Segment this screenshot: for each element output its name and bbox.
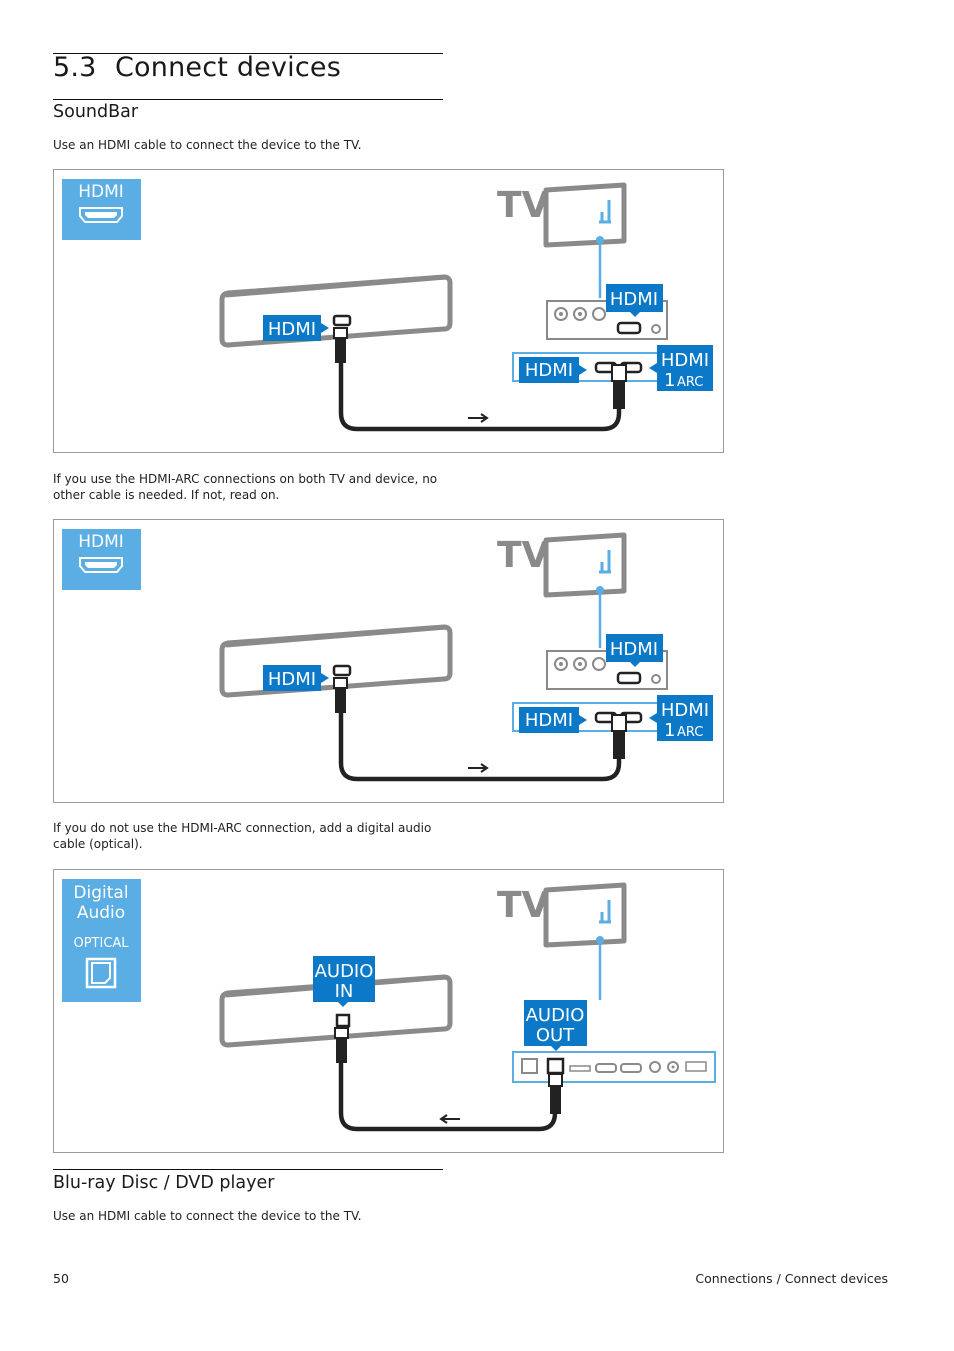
hdmi-connection-diagram-2: HDMI TV HDMI HDMI HDMI 1 ARC — [53, 519, 724, 803]
soundbar-intro: Use an HDMI cable to connect the device … — [53, 138, 362, 152]
signal-arrow — [468, 413, 489, 423]
hdmi-tag-label: HDMI — [78, 532, 124, 552]
hdmi-arc-number: 1 — [664, 720, 675, 741]
tv-audio-panel — [512, 1051, 716, 1083]
soundbar-device — [219, 974, 453, 1048]
optical-connection-diagram: Digital Audio OPTICAL TV AUDIO OUT — [53, 869, 724, 1153]
soundbar-title: SoundBar — [53, 102, 139, 122]
hdmi-arc-number: 1 — [664, 370, 675, 391]
digital-audio-line1: Digital — [73, 883, 128, 903]
audio-in-badge — [313, 956, 375, 1002]
note-hdmi-arc: If you use the HDMI-ARC connections on b… — [53, 472, 438, 502]
hdmi-badge-tv-label: HDMI — [610, 639, 658, 660]
hdmi-badge-soundbar-label: HDMI — [268, 669, 316, 690]
audio-in-line2: IN — [335, 981, 354, 1002]
hdmi-tag-box — [62, 179, 141, 240]
hdmi-connection-diagram-1: HDMI TV HDMI HDMI HDMI 1 ARC — [53, 169, 724, 453]
hdmi-arc-sub: ARC — [677, 725, 703, 740]
hdmi-arc-badge-top: HDMI — [661, 700, 709, 721]
hdmi-badge-panel-label: HDMI — [525, 710, 573, 731]
signal-arrow — [439, 1114, 460, 1124]
tv-connector-dot — [596, 936, 604, 944]
section-number: 5.3 — [53, 52, 97, 83]
subheading-rule — [53, 99, 443, 100]
tv-connector-dot — [596, 586, 604, 594]
hdmi-diagram-svg-2: HDMI TV HDMI HDMI HDMI 1 ARC — [62, 529, 713, 782]
hdmi-badge-soundbar — [263, 665, 321, 691]
tv-icon — [543, 532, 627, 598]
hdmi-cable — [333, 677, 627, 782]
optical-label: OPTICAL — [73, 936, 129, 951]
tv-label: TV — [497, 885, 550, 926]
note-optical: If you do not use the HDMI-ARC connectio… — [53, 821, 432, 851]
tv-icon — [543, 182, 627, 248]
hdmi-port-icon — [79, 557, 123, 573]
hdmi-badge-soundbar — [263, 315, 321, 341]
heading-top-rule — [53, 53, 443, 54]
optical-port-icon — [85, 957, 117, 989]
section-title: Connect devices — [115, 52, 341, 83]
hdmi-badge-tv — [606, 634, 663, 662]
hdmi-arc-badge — [657, 345, 713, 391]
hdmi-diagram-svg-1: HDMI TV HDMI HDMI HDMI 1 ARC — [62, 179, 713, 432]
audio-out-line1: AUDIO — [526, 1005, 585, 1026]
bluray-rule — [53, 1169, 443, 1170]
digital-audio-tag-box — [62, 879, 141, 1002]
hdmi-cable — [333, 327, 627, 432]
page-number: 50 — [53, 1271, 69, 1286]
digital-audio-line2: Audio — [77, 903, 125, 923]
tv-connector-dot — [596, 236, 604, 244]
hdmi-badge-tv-label: HDMI — [610, 289, 658, 310]
hdmi-arc-badge — [657, 695, 713, 741]
audio-in-line1: AUDIO — [315, 961, 374, 982]
tv-icon — [543, 882, 627, 948]
signal-arrow — [468, 763, 489, 773]
bluray-intro: Use an HDMI cable to connect the device … — [53, 1209, 362, 1223]
hdmi-badge-panel — [519, 357, 579, 383]
footer-section: Connections / Connect devices — [695, 1271, 888, 1286]
tv-label: TV — [497, 185, 550, 226]
hdmi-port-icon — [79, 207, 123, 223]
audio-out-line2: OUT — [536, 1025, 575, 1046]
hdmi-tag-label: HDMI — [78, 182, 124, 202]
hdmi-arc-sub: ARC — [677, 375, 703, 390]
optical-diagram-svg: Digital Audio OPTICAL TV AUDIO OUT — [62, 879, 716, 1132]
hdmi-arc-badge-top: HDMI — [661, 350, 709, 371]
optical-cable — [334, 1027, 563, 1132]
hdmi-badge-panel-label: HDMI — [525, 360, 573, 381]
hdmi-badge-panel — [519, 707, 579, 733]
audio-out-badge — [524, 1000, 587, 1046]
hdmi-tag-box — [62, 529, 141, 590]
page-title: 5.3 Connect devices — [53, 52, 341, 83]
bluray-title: Blu-ray Disc / DVD player — [53, 1173, 275, 1193]
tv-label: TV — [497, 535, 550, 576]
hdmi-badge-tv — [606, 284, 663, 312]
hdmi-badge-soundbar-label: HDMI — [268, 319, 316, 340]
